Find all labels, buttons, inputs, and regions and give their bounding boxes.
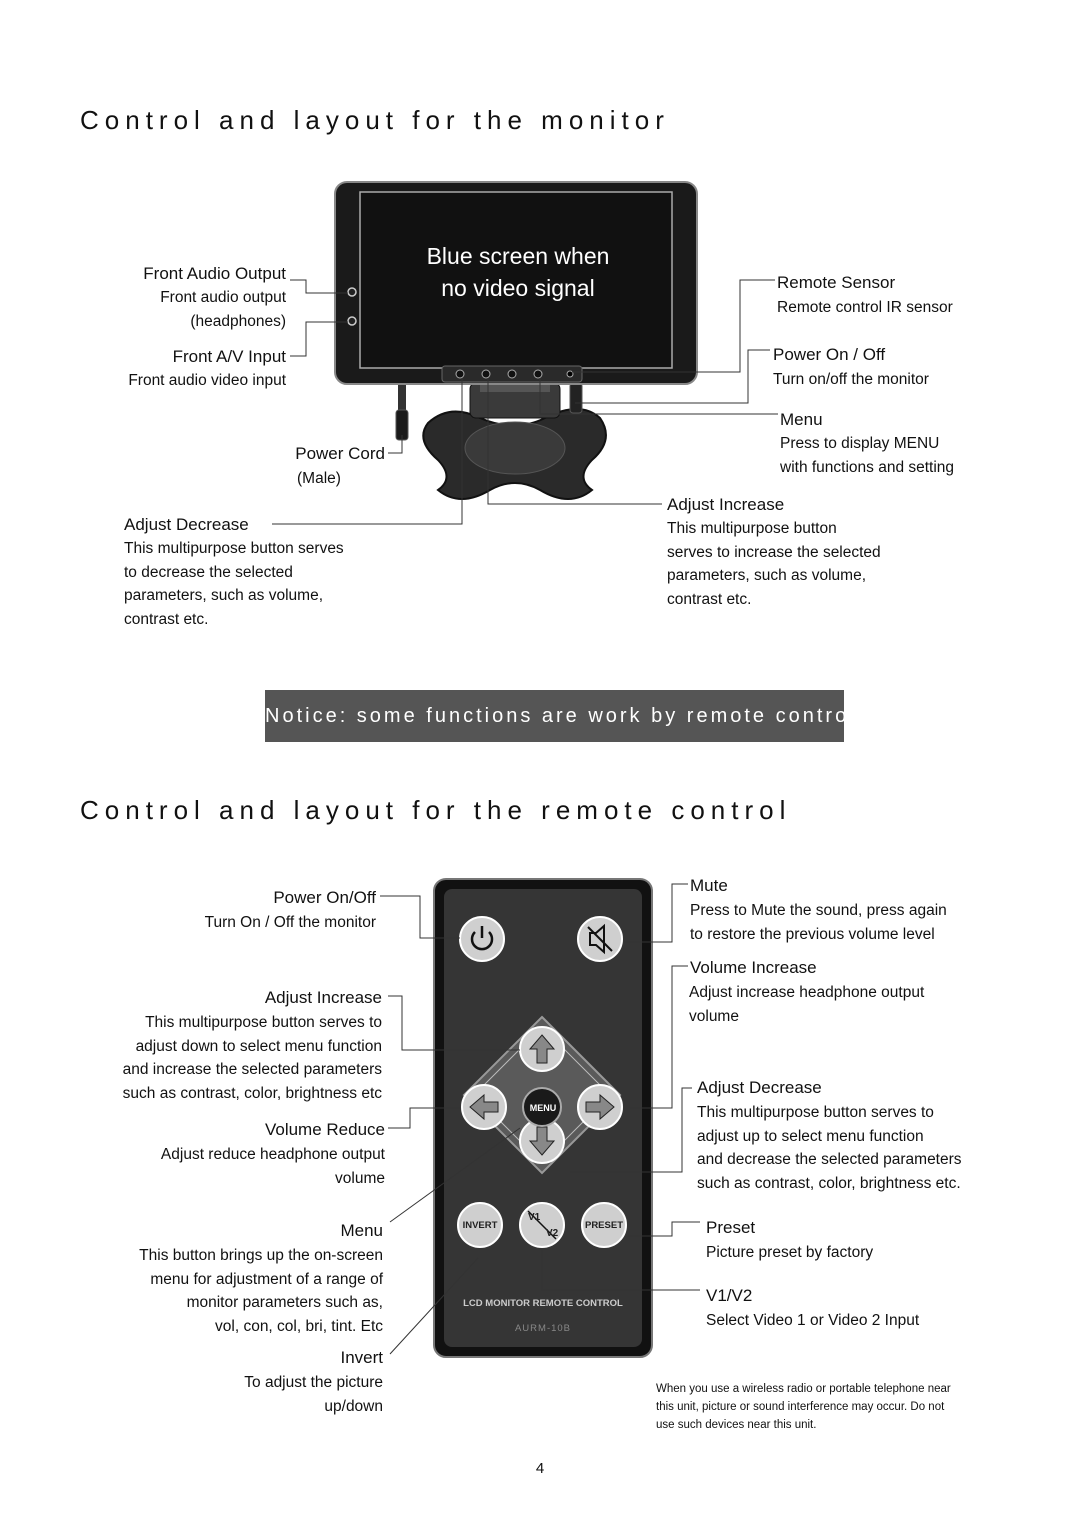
remote-preset-desc: Picture preset by factory xyxy=(706,1244,874,1261)
remote-adjust-decrease-desc-line: and decrease the selected parameters xyxy=(697,1151,962,1168)
power-on-off-label: Power On / Off xyxy=(773,345,886,364)
adjust-increase-desc-line: contrast etc. xyxy=(667,590,752,608)
remote-adjust-decrease-desc: This multipurpose button serves to adjus… xyxy=(697,1101,1037,1195)
menu-label: Menu xyxy=(780,410,823,429)
remote-volume-reduce-desc-line: Adjust reduce headphone output xyxy=(160,1146,385,1163)
adjust-decrease-desc-line: contrast etc. xyxy=(124,610,209,628)
screen-message: Blue screen when no video signal xyxy=(362,240,674,304)
remote-adjust-decrease-desc-line: adjust up to select menu function xyxy=(697,1127,924,1145)
remote-model-text: AURM-10B xyxy=(514,1323,572,1334)
remote-adjust-decrease-desc-line: This multipurpose button serves to xyxy=(697,1104,934,1121)
adjust-decrease-desc-line: to decrease the selected xyxy=(124,563,293,581)
remote-invert-desc-line: up/down xyxy=(324,1397,383,1415)
remote-mute-desc: Press to Mute the sound, press again to … xyxy=(690,899,1020,946)
interference-warning: When you use a wireless radio or portabl… xyxy=(656,1380,1046,1434)
remote-mute-desc-line: to restore the previous volume level xyxy=(690,925,935,943)
adjust-decrease-label: Adjust Decrease xyxy=(124,515,249,534)
warning-line: this unit, picture or sound interference… xyxy=(656,1401,945,1413)
adjust-increase-desc: This multipurpose button serves to incre… xyxy=(667,517,947,611)
monitor-illustration xyxy=(334,181,698,500)
front-audio-output-desc-line1: Front audio output xyxy=(160,289,286,306)
warning-line: use such devices near this unit. xyxy=(656,1419,817,1431)
remote-volume-reduce-label: Volume Reduce xyxy=(264,1120,385,1139)
remote-volume-reduce-desc-line: volume xyxy=(335,1169,385,1187)
adjust-decrease-desc: This multipurpose button serves to decre… xyxy=(124,537,414,631)
remote-mute-desc-line: Press to Mute the sound, press again xyxy=(690,902,947,919)
remote-v1-text: V1 xyxy=(528,1212,541,1223)
remote-power-desc: Turn On / Off the monitor xyxy=(204,914,376,931)
remote-power-button xyxy=(459,916,505,962)
remote-preset-label: Preset xyxy=(706,1218,756,1237)
remote-invert-button xyxy=(457,1202,503,1248)
remote-volume-increase-desc: Adjust increase headphone output volume xyxy=(689,981,1009,1028)
remote-adjust-increase-desc-line: such as contrast, color, brightness etc xyxy=(122,1084,382,1102)
remote-menu-desc-line: menu for adjustment of a range of xyxy=(150,1270,383,1288)
menu-desc-line: with functions and setting xyxy=(780,458,955,476)
page-number: 4 xyxy=(535,1460,545,1477)
remote-invert-text: INVERT xyxy=(462,1220,498,1231)
remote-menu-desc-line: monitor parameters such as, xyxy=(186,1294,383,1311)
power-cord-desc: (Male) xyxy=(297,470,341,487)
remote-adjust-increase-desc-line: and increase the selected parameters xyxy=(122,1061,382,1078)
front-av-input-label: Front A/V Input xyxy=(172,347,286,366)
remote-adjust-increase-desc-line: adjust down to select menu function xyxy=(135,1037,382,1055)
adjust-decrease-desc-line: parameters, such as volume, xyxy=(124,587,324,604)
remote-menu-text: MENU xyxy=(529,1103,557,1113)
remote-illustration xyxy=(433,878,653,1358)
remote-adjust-decrease-desc-line: such as contrast, color, brightness etc. xyxy=(697,1174,961,1192)
remote-preset-text: PRESET xyxy=(584,1220,623,1231)
remote-mute-label: Mute xyxy=(690,876,728,895)
adjust-increase-desc-line: serves to increase the selected xyxy=(667,543,881,561)
remote-v1v2-desc: Select Video 1 or Video 2 Input xyxy=(706,1312,920,1329)
remote-brand-text: LCD MONITOR REMOTE CONTROL xyxy=(463,1298,623,1309)
screen-message-line2: no video signal xyxy=(441,275,595,301)
remote-adjust-increase-label: Adjust Increase xyxy=(264,988,382,1007)
remote-sensor-desc: Remote control IR sensor xyxy=(777,299,953,316)
remote-adjust-increase-desc-line: This multipurpose button serves to xyxy=(145,1014,382,1031)
adjust-increase-desc-line: parameters, such as volume, xyxy=(667,567,867,584)
remote-adjust-increase-desc: This multipurpose button serves to adjus… xyxy=(60,1011,382,1105)
remote-section-title: Control and layout for the remote contro… xyxy=(80,795,792,825)
remote-menu-button xyxy=(522,1087,562,1127)
remote-volume-increase-label: Volume Increase xyxy=(690,958,817,977)
remote-v2-text: V2 xyxy=(546,1228,559,1239)
remote-invert-desc: To adjust the picture up/down xyxy=(120,1371,383,1418)
front-audio-output-desc-line2: (headphones) xyxy=(190,312,286,330)
remote-power-label: Power On/Off xyxy=(273,888,376,907)
remote-v1v2-label: V1/V2 xyxy=(706,1286,753,1305)
front-audio-output-desc: Front audio output (headphones) xyxy=(60,286,286,333)
remote-menu-label: Menu xyxy=(340,1221,383,1240)
front-av-input-desc: Front audio video input xyxy=(128,372,286,389)
remote-menu-desc-line: This button brings up the on-screen xyxy=(139,1247,383,1264)
notice-banner: Notice: some functions are work by remot… xyxy=(265,690,862,742)
warning-line: When you use a wireless radio or portabl… xyxy=(656,1383,951,1395)
remote-sensor-label: Remote Sensor xyxy=(777,273,896,292)
remote-invert-desc-line: To adjust the picture xyxy=(244,1374,383,1391)
remote-menu-desc: This button brings up the on-screen menu… xyxy=(60,1244,383,1338)
remote-preset-button xyxy=(581,1202,627,1248)
power-cord-label: Power Cord xyxy=(295,444,385,463)
front-audio-output-label: Front Audio Output xyxy=(143,264,286,283)
screen-message-line1: Blue screen when xyxy=(426,243,610,269)
remote-volume-increase-desc-line: Adjust increase headphone output xyxy=(689,984,925,1001)
remote-volume-increase-desc-line: volume xyxy=(689,1007,739,1025)
monitor-section-title: Control and layout for the monitor xyxy=(80,105,670,135)
remote-adjust-decrease-label: Adjust Decrease xyxy=(697,1078,822,1097)
menu-desc-line: Press to display MENU xyxy=(780,435,940,452)
remote-menu-desc-line: vol, con, col, bri, tint. Etc xyxy=(215,1317,383,1335)
remote-invert-label: Invert xyxy=(340,1348,383,1367)
menu-desc: Press to display MENU with functions and… xyxy=(780,432,1000,479)
remote-volume-reduce-desc: Adjust reduce headphone output volume xyxy=(80,1143,385,1190)
adjust-decrease-desc-line: This multipurpose button serves xyxy=(124,540,344,557)
adjust-increase-label: Adjust Increase xyxy=(667,495,785,514)
power-on-off-desc: Turn on/off the monitor xyxy=(773,371,929,388)
adjust-increase-desc-line: This multipurpose button xyxy=(667,520,837,537)
